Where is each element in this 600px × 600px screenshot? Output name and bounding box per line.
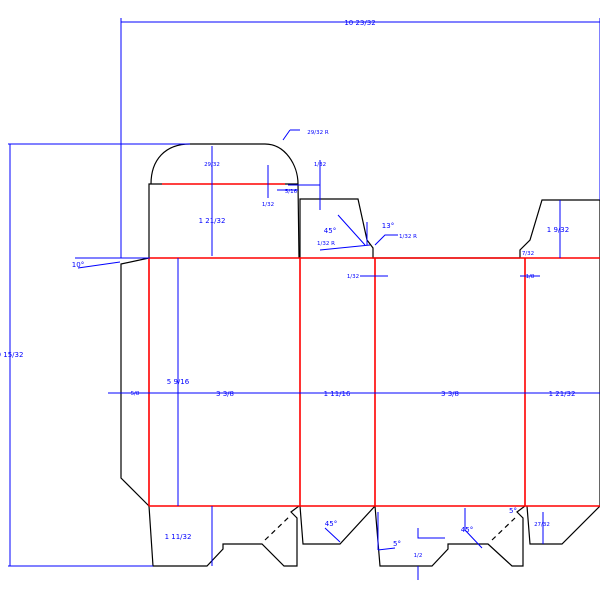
top-flap-height-label: 1 21/32 <box>199 217 226 225</box>
dust-taper-label: 13° <box>382 222 394 230</box>
right-flap-height-label: 1 9/32 <box>547 226 569 234</box>
dome-radius-label: 29/32 R <box>307 130 329 136</box>
notch-c-label: 1/32 <box>314 162 326 168</box>
dimension-lines <box>8 18 600 580</box>
fold-verticals <box>148 258 526 506</box>
dust-gap-label: 1/32 <box>347 274 359 280</box>
bottom-flap-3 <box>374 505 526 567</box>
bottom-right-label: 27/32 <box>534 522 550 528</box>
bottom-angle1-label: 45° <box>325 520 337 528</box>
bottom-angle2-label: 5° <box>393 540 401 548</box>
glue-angle-label: 10° <box>72 261 84 269</box>
notch-a-label: 1/32 <box>262 202 274 208</box>
fold-lines <box>148 183 600 507</box>
overall-width-label: 10 23/32 <box>344 19 375 27</box>
top-dust-flap-right <box>519 199 600 506</box>
panel-height-label: 5 9/16 <box>167 378 190 386</box>
bottom-flap-2 <box>299 505 376 545</box>
perforation-2 <box>491 517 516 541</box>
glue-width-label: 5/8 <box>131 391 140 397</box>
top-tuck-flap <box>148 143 300 259</box>
panel1-width-label: 3 3/8 <box>216 390 234 398</box>
glue-flap <box>120 257 150 507</box>
dust-radius-label: 1/32 R <box>399 234 417 240</box>
overall-height-label: 9 15/32 <box>0 351 23 359</box>
panel3-width-label: 3 3/8 <box>441 390 459 398</box>
cut-lines <box>120 143 600 567</box>
bottom-angle4-label: 5° <box>509 507 517 515</box>
bottom-tab-label: 1/2 <box>414 553 423 559</box>
panel2-width-label: 1 11/16 <box>324 390 351 398</box>
bottom-flap-1 <box>148 505 300 567</box>
panel4-width-label: 1 21/32 <box>549 390 576 398</box>
bottom-height-label: 1 11/32 <box>165 533 192 541</box>
right-gap-label: 1/8 <box>526 274 535 280</box>
dust-small-label: 1/32 R <box>317 241 335 247</box>
right-notch-label: 7/32 <box>522 251 534 257</box>
dome-height-label: 29/32 <box>204 162 220 168</box>
perforation-1 <box>264 515 291 541</box>
dust-angle-label: 45° <box>324 227 336 235</box>
bottom-flap-4 <box>526 505 600 545</box>
bottom-angle3-label: 45° <box>461 526 473 534</box>
dimension-labels: 10 23/32 9 15/32 29/32 R 29/32 1 21/32 1… <box>0 19 575 559</box>
notch-b-label: 5/16 <box>285 189 298 195</box>
